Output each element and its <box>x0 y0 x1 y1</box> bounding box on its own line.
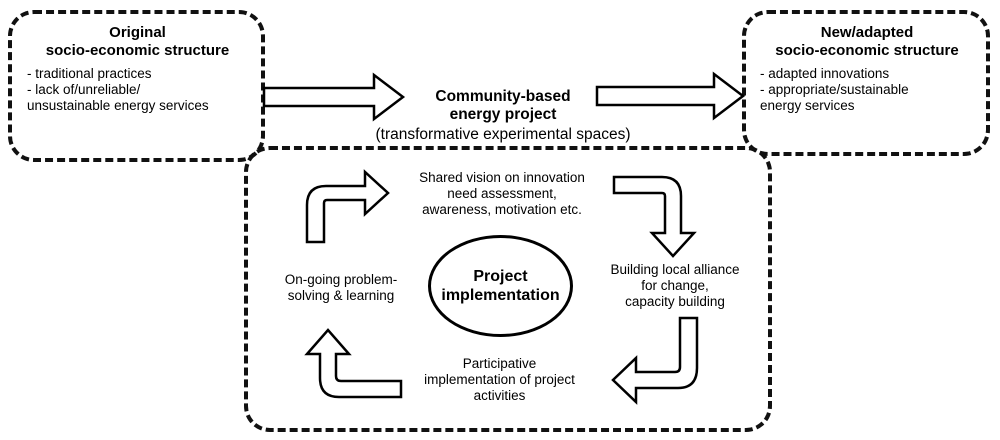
original-structure-box <box>8 10 265 162</box>
community-project-subtitle: (transformative experimental spaces) <box>375 126 631 143</box>
stage-right-line: for change, <box>641 277 709 293</box>
new-title-line2: socio-economic structure <box>775 41 959 59</box>
original-item: unsustainable energy services <box>27 97 209 113</box>
curved-arrow-icon <box>612 175 697 258</box>
stage-participative-implementation: Participative implementation of project … <box>392 356 607 404</box>
arrow-right-icon <box>262 72 406 122</box>
original-item: - lack of/unreliable/ <box>27 81 141 97</box>
stage-bottom-line: implementation of project <box>424 371 575 387</box>
community-title-line1: Community-based <box>435 88 571 105</box>
new-title-line1: New/adapted <box>820 24 914 41</box>
community-project-title: Community-based energy project <box>378 88 628 125</box>
original-item: - traditional practices <box>27 66 152 81</box>
stage-top-line: Shared vision on innovation <box>419 170 585 185</box>
stage-left-line: solving & learning <box>287 287 395 303</box>
new-structure-list: - adapted innovations - appropriate/sust… <box>760 66 909 114</box>
new-item: - appropriate/sustainable <box>760 81 909 97</box>
stage-bottom-line: Participative <box>462 356 537 371</box>
new-structure-title: New/adapted socio-economic structure <box>745 24 989 59</box>
stage-problem-solving: On-going problem- solving & learning <box>266 272 416 304</box>
arrow-right-icon <box>595 71 746 121</box>
original-structure-title: Original socio-economic structure <box>10 24 265 59</box>
stage-left-line: On-going problem- <box>284 272 398 287</box>
stage-right-line: capacity building <box>625 293 725 309</box>
curved-arrow-icon <box>305 169 390 244</box>
stage-bottom-line: activities <box>473 387 526 403</box>
original-title-line1: Original <box>109 24 166 41</box>
original-title-line2: socio-economic structure <box>45 41 230 59</box>
center-line2: implementation <box>441 286 560 304</box>
new-structure-box <box>742 10 990 156</box>
stage-top-line: need assessment, <box>447 185 557 201</box>
curved-arrow-icon <box>611 316 699 405</box>
community-title-line2: energy project <box>449 106 557 124</box>
curved-arrow-icon <box>304 328 403 399</box>
project-cycle-box <box>244 146 772 432</box>
center-line1: Project <box>473 268 528 285</box>
stage-right-line: Building local alliance <box>610 262 740 277</box>
project-implementation-ellipse <box>428 235 573 337</box>
project-implementation-label: Project implementation <box>428 268 573 306</box>
original-structure-list: - traditional practices - lack of/unreli… <box>27 66 209 114</box>
stage-top-line: awareness, motivation etc. <box>422 201 582 217</box>
new-item: - adapted innovations <box>760 66 890 81</box>
stage-shared-vision: Shared vision on innovation need assessm… <box>392 170 612 218</box>
stage-local-alliance: Building local alliance for change, capa… <box>580 262 770 310</box>
new-item: energy services <box>760 97 855 113</box>
